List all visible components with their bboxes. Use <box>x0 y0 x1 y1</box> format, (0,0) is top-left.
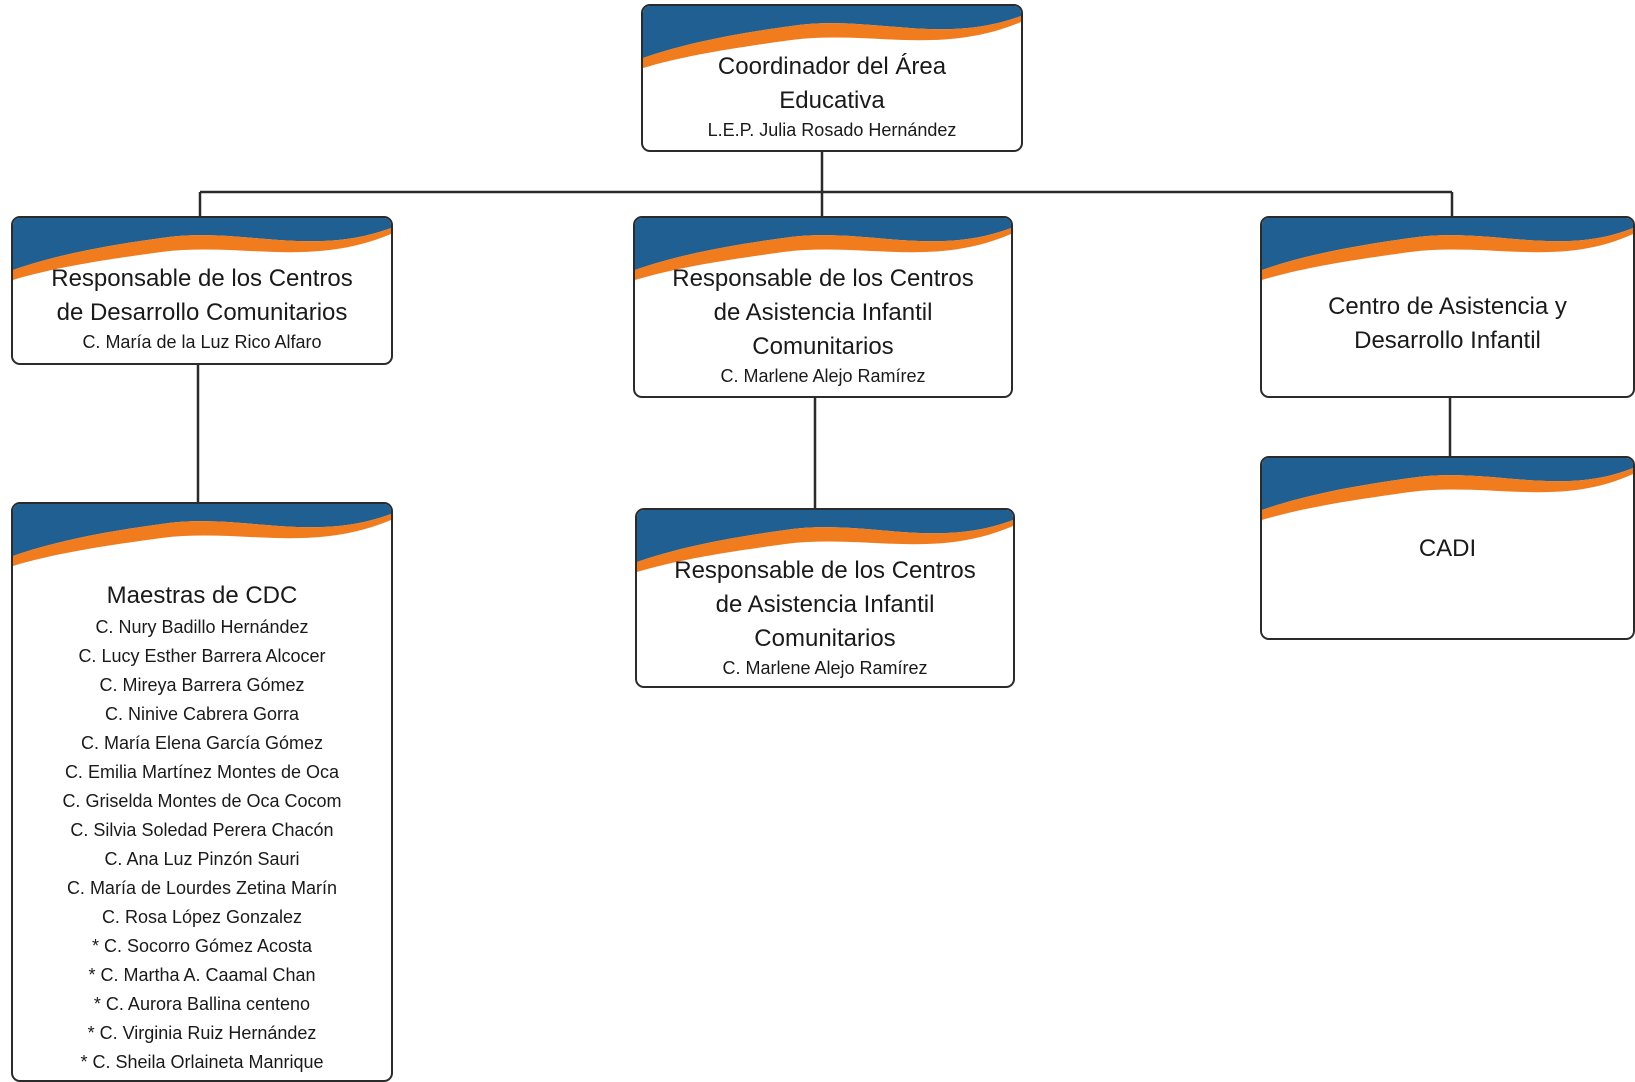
cadi-title-line1: Centro de Asistencia y <box>1328 293 1567 320</box>
cadi-child-title: CADI <box>1418 535 1477 562</box>
list-item: * C. Aurora Ballina centeno <box>93 994 311 1014</box>
list-item: C. Ana Luz Pinzón Sauri <box>104 849 300 869</box>
list-item: C. Silvia Soledad Perera Chacón <box>70 820 334 840</box>
caic-child-title-line1: Responsable de los Centros <box>674 557 976 584</box>
list-item: * C. Socorro Gómez Acosta <box>91 936 313 956</box>
header-wave-decoration <box>1262 458 1633 520</box>
caic-child-person: C. Marlene Alejo Ramírez <box>722 658 928 678</box>
caic-title-line2: de Asistencia Infantil <box>713 299 933 326</box>
header-wave-decoration <box>1262 218 1633 280</box>
list-item: C. Lucy Esther Barrera Alcocer <box>78 646 326 666</box>
list-item: C. María de Lourdes Zetina Marín <box>66 878 338 898</box>
root-title-line2: Educativa <box>779 87 885 114</box>
org-box-caic-child: Responsable de los Centros de Asistencia… <box>635 508 1015 688</box>
caic-title-line1: Responsable de los Centros <box>672 265 974 292</box>
list-item: C. María Elena García Gómez <box>80 733 324 753</box>
org-box-coordinador: Coordinador del Área Educativa L.E.P. Ju… <box>641 4 1023 152</box>
caic-title-line3: Comunitarios <box>752 333 894 360</box>
cdc-title-line2: de Desarrollo Comunitarios <box>56 299 348 326</box>
org-box-maestras-cdc: Maestras de CDC C. Nury Badillo Hernánde… <box>11 502 393 1082</box>
maestras-list: C. Nury Badillo Hernández C. Lucy Esther… <box>13 613 391 1077</box>
header-wave-decoration <box>635 218 1011 280</box>
org-box-cdc-responsable: Responsable de los Centros de Desarrollo… <box>11 216 393 365</box>
list-item: C. Griselda Montes de Oca Cocom <box>62 791 342 811</box>
list-item: * C. Virginia Ruiz Hernández <box>87 1023 317 1043</box>
root-title-line1: Coordinador del Área <box>717 53 947 80</box>
caic-child-title-line3: Comunitarios <box>754 625 896 652</box>
header-wave-decoration <box>13 218 391 280</box>
org-box-cadi-centro: Centro de Asistencia y Desarrollo Infant… <box>1260 216 1635 398</box>
root-person: L.E.P. Julia Rosado Hernández <box>707 120 957 140</box>
list-item: C. Emilia Martínez Montes de Oca <box>64 762 340 782</box>
cdc-person: C. María de la Luz Rico Alfaro <box>82 332 322 352</box>
caic-person: C. Marlene Alejo Ramírez <box>720 366 926 386</box>
list-item: C. Rosa López Gonzalez <box>101 907 303 927</box>
header-wave-decoration <box>643 6 1021 68</box>
cadi-title-line2: Desarrollo Infantil <box>1354 327 1541 354</box>
list-item: * C. Sheila Orlaineta Manrique <box>80 1052 324 1072</box>
maestras-title: Maestras de CDC <box>106 582 298 609</box>
caic-child-title-line2: de Asistencia Infantil <box>715 591 935 618</box>
org-box-cadi-child: CADI <box>1260 456 1635 640</box>
header-wave-decoration <box>13 504 391 566</box>
list-item: C. Mireya Barrera Gómez <box>99 675 305 695</box>
header-wave-decoration <box>637 510 1013 572</box>
list-item: C. Ninive Cabrera Gorra <box>104 704 300 724</box>
list-item: C. Nury Badillo Hernández <box>95 617 309 637</box>
list-item: * C. Martha A. Caamal Chan <box>88 965 316 985</box>
org-box-caic-responsable: Responsable de los Centros de Asistencia… <box>633 216 1013 398</box>
cdc-title-line1: Responsable de los Centros <box>51 265 353 292</box>
